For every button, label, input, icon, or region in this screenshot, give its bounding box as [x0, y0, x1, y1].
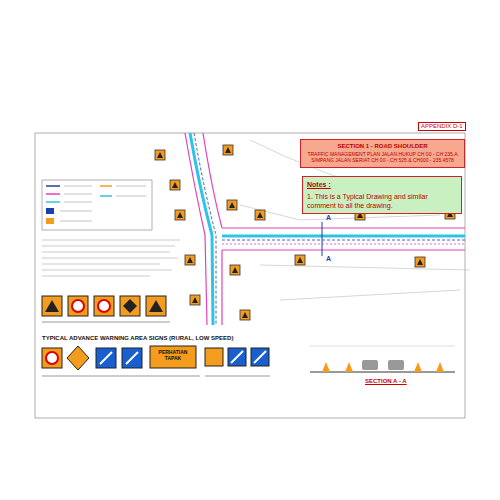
box-text: TRAFFIC MANAGEMENT PLAN JALAN HUKUP CH 0… — [305, 151, 460, 158]
box-heading: SECTION 1 - ROAD SHOULDER — [305, 143, 460, 151]
sign-text: PERHATIAN TAPAK — [152, 349, 194, 361]
appendix-tag: APPENDIX D-1 — [418, 122, 466, 131]
section-title: SECTION A - A — [365, 378, 407, 385]
box-text: 1. This is a Typical Drawing and similar… — [307, 192, 457, 210]
notes-box: Notes : 1. This is a Typical Drawing and … — [302, 176, 462, 214]
box-text: SIMPANG JALAN SERIAT CH 00 - CH 525 & CH… — [305, 157, 460, 164]
box-heading: Notes : — [307, 180, 457, 189]
sign-group-title: TYPICAL ADVANCE WARNING AREA SIGNS (RURA… — [42, 335, 233, 342]
section-mark: A — [326, 214, 331, 222]
title-box: SECTION 1 - ROAD SHOULDERTRAFFIC MANAGEM… — [300, 139, 465, 168]
section-mark: A — [326, 255, 331, 263]
